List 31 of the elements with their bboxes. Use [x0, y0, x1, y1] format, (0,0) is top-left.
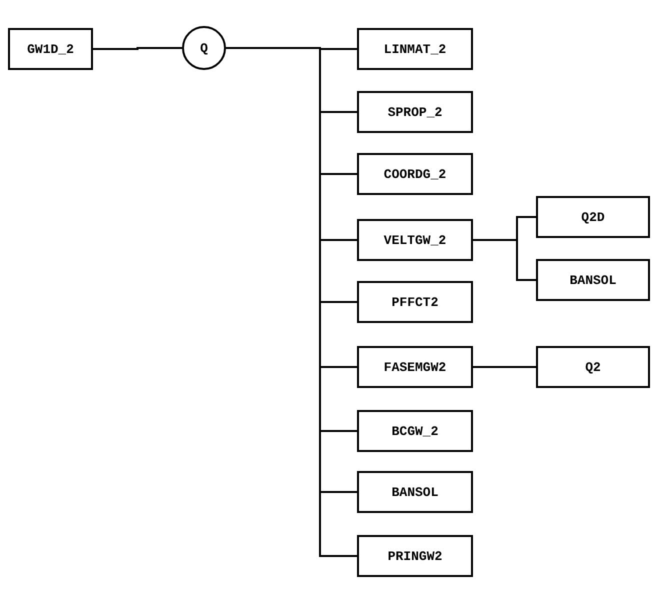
process-box	[357, 471, 473, 513]
node-label: COORDG_2	[384, 166, 446, 182]
node-label: PFFCT2	[392, 294, 438, 310]
process-box	[8, 28, 93, 70]
connector-line	[93, 47, 182, 50]
node-label: SPROP_2	[388, 104, 442, 120]
node-label: PRINGW2	[388, 548, 442, 564]
process-box	[357, 153, 473, 195]
node-label: BCGW_2	[392, 424, 438, 438]
node-label: BANSOL	[392, 484, 438, 500]
process-box	[357, 91, 473, 133]
node-label: FASEMGW2	[384, 360, 446, 374]
process-box	[536, 196, 650, 238]
process-box	[536, 259, 650, 301]
connector-line	[473, 366, 536, 368]
node-label: LINMAT_2	[384, 42, 446, 56]
process-box	[357, 28, 473, 70]
node-label: VELTGW_2	[384, 232, 446, 248]
node-label: Q	[200, 40, 208, 56]
process-box	[357, 535, 473, 577]
process-box	[357, 219, 473, 261]
process-circle	[182, 26, 226, 70]
process-box	[357, 346, 473, 388]
node-label: Q2D	[581, 210, 605, 224]
process-box	[357, 410, 473, 452]
node-label: GW1D_2	[27, 42, 74, 56]
process-box	[357, 281, 473, 323]
node-label: Q2	[585, 360, 601, 374]
node-label: BANSOL	[570, 272, 616, 288]
process-box	[536, 346, 650, 388]
connector-line	[473, 239, 536, 281]
